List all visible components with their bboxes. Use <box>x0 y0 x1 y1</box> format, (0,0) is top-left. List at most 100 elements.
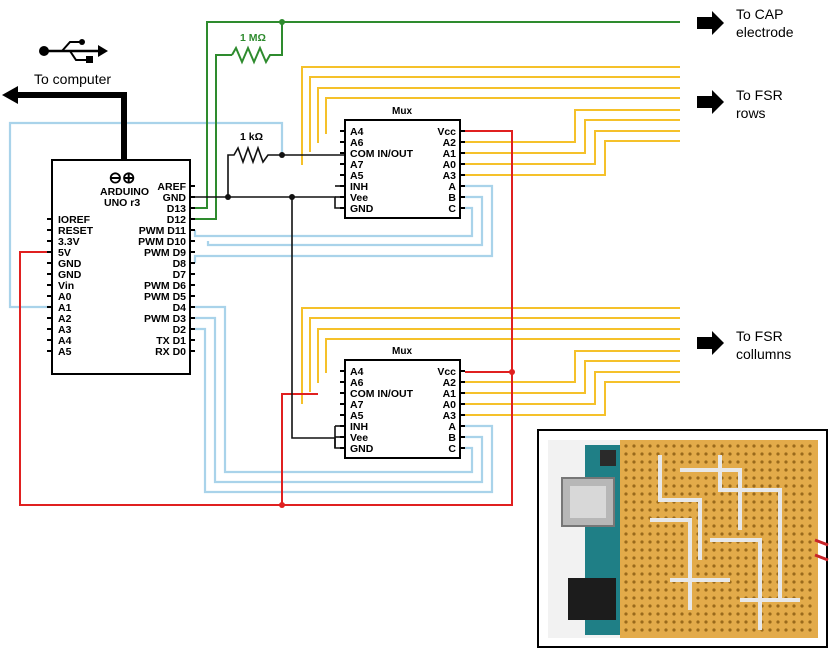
perfboard-hole <box>800 556 804 560</box>
perfboard-hole <box>656 556 660 560</box>
perfboard-hole <box>664 460 668 464</box>
perfboard-hole <box>632 444 636 448</box>
perfboard-hole <box>784 580 788 584</box>
perfboard-hole <box>760 452 764 456</box>
perfboard-hole <box>784 444 788 448</box>
perfboard-hole <box>776 452 780 456</box>
perfboard-hole <box>632 492 636 496</box>
ground-and-signal-wires <box>195 145 345 449</box>
perfboard-hole <box>712 548 716 552</box>
arduino-left-pin-label: RESET <box>58 225 94 237</box>
perfboard-hole <box>776 468 780 472</box>
perfboard-hole <box>784 460 788 464</box>
perfboard-hole <box>632 508 636 512</box>
perfboard-hole <box>784 548 788 552</box>
perfboard-hole <box>648 572 652 576</box>
mux-right-pin-label: Vcc <box>437 366 456 378</box>
perfboard-hole <box>640 580 644 584</box>
perfboard-hole <box>672 612 676 616</box>
perfboard-hole <box>640 484 644 488</box>
perfboard-hole <box>736 532 740 536</box>
circuit-board-photo <box>537 429 829 648</box>
perfboard-hole <box>704 444 708 448</box>
perfboard-hole <box>792 484 796 488</box>
perfboard-hole <box>688 492 692 496</box>
perfboard-hole <box>728 556 732 560</box>
perfboard-hole <box>680 620 684 624</box>
perfboard-hole <box>680 508 684 512</box>
perfboard-hole <box>792 452 796 456</box>
perfboard-hole <box>656 628 660 632</box>
perfboard-hole <box>768 628 772 632</box>
perfboard-hole <box>640 556 644 560</box>
perfboard-hole <box>808 532 812 536</box>
perfboard-hole <box>728 564 732 568</box>
svg-text:electrode: electrode <box>736 24 794 40</box>
perfboard-hole <box>760 444 764 448</box>
arrow-right-icon <box>697 11 724 35</box>
mux-left-pin-label: INH <box>350 421 368 433</box>
mux-left-pin-label: COM IN/OUT <box>350 148 414 160</box>
perfboard-hole <box>752 452 756 456</box>
perfboard-hole <box>648 620 652 624</box>
perfboard-hole <box>720 556 724 560</box>
perfboard-hole <box>696 596 700 600</box>
perfboard-hole <box>672 548 676 552</box>
perfboard-hole <box>696 476 700 480</box>
fsr-column-wires <box>301 307 680 416</box>
perfboard-hole <box>728 460 732 464</box>
perfboard-hole <box>800 612 804 616</box>
perfboard-hole <box>664 628 668 632</box>
perfboard-hole <box>664 596 668 600</box>
perfboard-hole <box>808 556 812 560</box>
perfboard-hole <box>624 572 628 576</box>
perfboard-hole <box>704 540 708 544</box>
perfboard-hole <box>688 484 692 488</box>
perfboard-hole <box>808 460 812 464</box>
perfboard-hole <box>656 452 660 456</box>
perfboard-hole <box>664 620 668 624</box>
perfboard-hole <box>744 484 748 488</box>
perfboard-hole <box>648 540 652 544</box>
perfboard-hole <box>768 612 772 616</box>
perfboard-hole <box>632 620 636 624</box>
arduino-right-pin-label: D12 <box>167 214 186 226</box>
mux-left-pin-label: A4 <box>350 366 364 378</box>
perfboard-hole <box>792 516 796 520</box>
perfboard-hole <box>768 588 772 592</box>
perfboard-hole <box>776 484 780 488</box>
perfboard-hole <box>736 452 740 456</box>
perfboard-hole <box>688 612 692 616</box>
perfboard-hole <box>736 588 740 592</box>
mux-right-pin-label: C <box>448 443 456 455</box>
perfboard-hole <box>664 556 668 560</box>
perfboard-hole <box>640 468 644 472</box>
perfboard-hole <box>808 572 812 576</box>
perfboard-hole <box>624 548 628 552</box>
perfboard-hole <box>624 500 628 504</box>
perfboard-hole <box>768 452 772 456</box>
perfboard-hole <box>784 572 788 576</box>
perfboard-hole <box>760 524 764 528</box>
perfboard-hole <box>800 532 804 536</box>
perfboard-hole <box>784 516 788 520</box>
perfboard-hole <box>736 564 740 568</box>
perfboard-hole <box>624 532 628 536</box>
perfboard-hole <box>640 588 644 592</box>
perfboard-hole <box>720 500 724 504</box>
perfboard-hole <box>656 444 660 448</box>
perfboard-hole <box>672 540 676 544</box>
perfboard-hole <box>648 604 652 608</box>
perfboard-hole <box>656 612 660 616</box>
perfboard-hole <box>704 492 708 496</box>
usb-icon <box>39 39 108 63</box>
perfboard-hole <box>808 620 812 624</box>
perfboard-hole <box>704 604 708 608</box>
perfboard-hole <box>680 556 684 560</box>
perfboard-hole <box>744 556 748 560</box>
perfboard-hole <box>792 444 796 448</box>
arduino-right-pin-label: PWM D9 <box>144 247 186 259</box>
perfboard-hole <box>800 452 804 456</box>
perfboard-hole <box>672 564 676 568</box>
perfboard-hole <box>736 548 740 552</box>
